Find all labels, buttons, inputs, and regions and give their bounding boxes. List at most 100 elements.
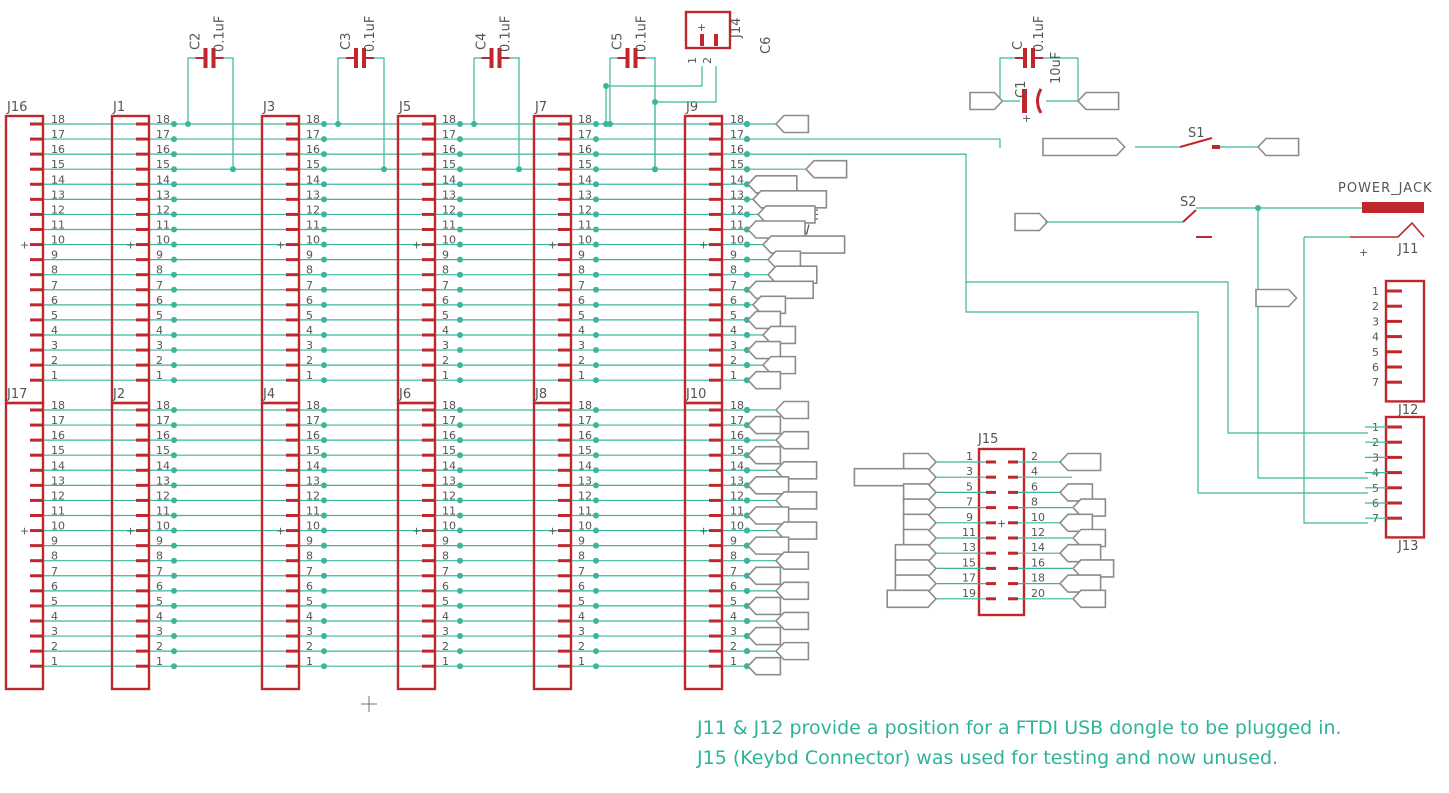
pin-number: 6 (306, 580, 313, 593)
pin-end-dot (171, 301, 177, 308)
pin-end-dot (457, 226, 463, 233)
header-pin (422, 227, 436, 231)
net-label (774, 400, 810, 420)
pin-number: 2 (730, 640, 737, 653)
pin-end-dot (457, 467, 463, 474)
header-pin (422, 498, 436, 502)
header-pin (30, 408, 44, 412)
pin-number: 5 (156, 595, 163, 608)
header-pin (422, 438, 436, 442)
pin-end-dot (321, 527, 327, 534)
net-label (1058, 452, 1102, 472)
header-pin (709, 574, 723, 578)
header-ref: J2 (112, 387, 125, 402)
header-pin (30, 634, 44, 638)
header-pin (286, 574, 300, 578)
long-wire (748, 138, 1001, 148)
junction-dot (471, 121, 477, 127)
header-pin (30, 243, 44, 247)
j15-pin-number: 7 (966, 496, 973, 509)
pin-end-dot (593, 617, 599, 624)
cap-wire (223, 57, 234, 170)
pin-end-dot (593, 211, 599, 218)
j14-wire (654, 66, 717, 170)
header-pin (558, 408, 572, 412)
j15-pin-number: 2 (1031, 450, 1038, 463)
cap-value: 0.1uF (213, 16, 228, 52)
pin-number: 9 (156, 535, 163, 548)
header-pin (422, 197, 436, 201)
pin-number: 2 (578, 640, 585, 653)
pin-number: 4 (578, 610, 585, 623)
cap-ref-prefix: C (1011, 41, 1026, 50)
header-pin (286, 634, 300, 638)
pin-number: 9 (730, 249, 737, 262)
sil-pin (1386, 335, 1402, 339)
pin-number: 2 (442, 640, 449, 653)
header-pin (286, 453, 300, 457)
header-pin (136, 348, 150, 352)
pin-number: 3 (578, 339, 585, 352)
header-pin (136, 634, 150, 638)
jack-title: POWER_JACK (1338, 181, 1433, 196)
pin-end-dot (171, 482, 177, 489)
header-ref: J6 (398, 387, 411, 402)
pin-end-dot (171, 241, 177, 248)
header-pin (286, 152, 300, 156)
pin-number: 14 (51, 459, 65, 472)
header-pin (286, 273, 300, 277)
pin-number: 6 (51, 580, 58, 593)
pin-number: 17 (442, 414, 456, 427)
pin-number: 3 (578, 625, 585, 638)
pin-number: 13 (156, 188, 170, 201)
pin-end-dot (593, 316, 599, 323)
header-pin (422, 574, 436, 578)
pin-end-dot (321, 557, 327, 564)
cap-ref: C5 (611, 33, 626, 50)
pin-number: 7 (156, 279, 163, 292)
pin-end-dot (457, 362, 463, 369)
capacitor-plate (211, 48, 216, 68)
capacitor-plate (362, 48, 366, 68)
header-pin (286, 544, 300, 548)
header-pin (30, 483, 44, 487)
pin-end-dot (171, 512, 177, 519)
j15-pin (1008, 551, 1018, 555)
j15-pin-number: 8 (1031, 496, 1038, 509)
sil-pin (1386, 425, 1402, 429)
header-pin (709, 318, 723, 322)
pin-number: 5 (578, 309, 585, 322)
pin-number: 4 (730, 324, 737, 337)
pin-number: 2 (306, 640, 313, 653)
header-pin (136, 303, 150, 307)
header-pin (136, 468, 150, 472)
pin-number: 11 (578, 218, 592, 231)
pin-number: 1 (156, 655, 163, 668)
header-pin (136, 318, 150, 322)
pin-number: 3 (306, 339, 313, 352)
header-pin (709, 589, 723, 593)
j15-pin (1008, 597, 1018, 601)
junction-dot (185, 121, 191, 127)
header-pin (422, 378, 436, 382)
pin-end-dot (457, 331, 463, 338)
net-label (761, 235, 846, 254)
pin-number: 14 (730, 173, 744, 186)
j14-wire (605, 66, 703, 124)
pin-number: 16 (51, 429, 65, 442)
jack-ref: J11 (1397, 242, 1418, 257)
pin-number: 10 (306, 520, 320, 533)
pin-end-dot (457, 437, 463, 444)
sil-pin (1386, 501, 1402, 505)
pin-number: 13 (730, 188, 744, 201)
header-ref: J4 (262, 387, 275, 402)
header-pin (558, 574, 572, 578)
header-pin (136, 664, 150, 668)
header-pin (30, 167, 44, 171)
j15-pin-number: 19 (962, 587, 976, 600)
header-pin (709, 273, 723, 277)
header-pin (558, 634, 572, 638)
header-pin (30, 544, 44, 548)
j15-pin (986, 490, 996, 494)
net-label (746, 220, 806, 239)
